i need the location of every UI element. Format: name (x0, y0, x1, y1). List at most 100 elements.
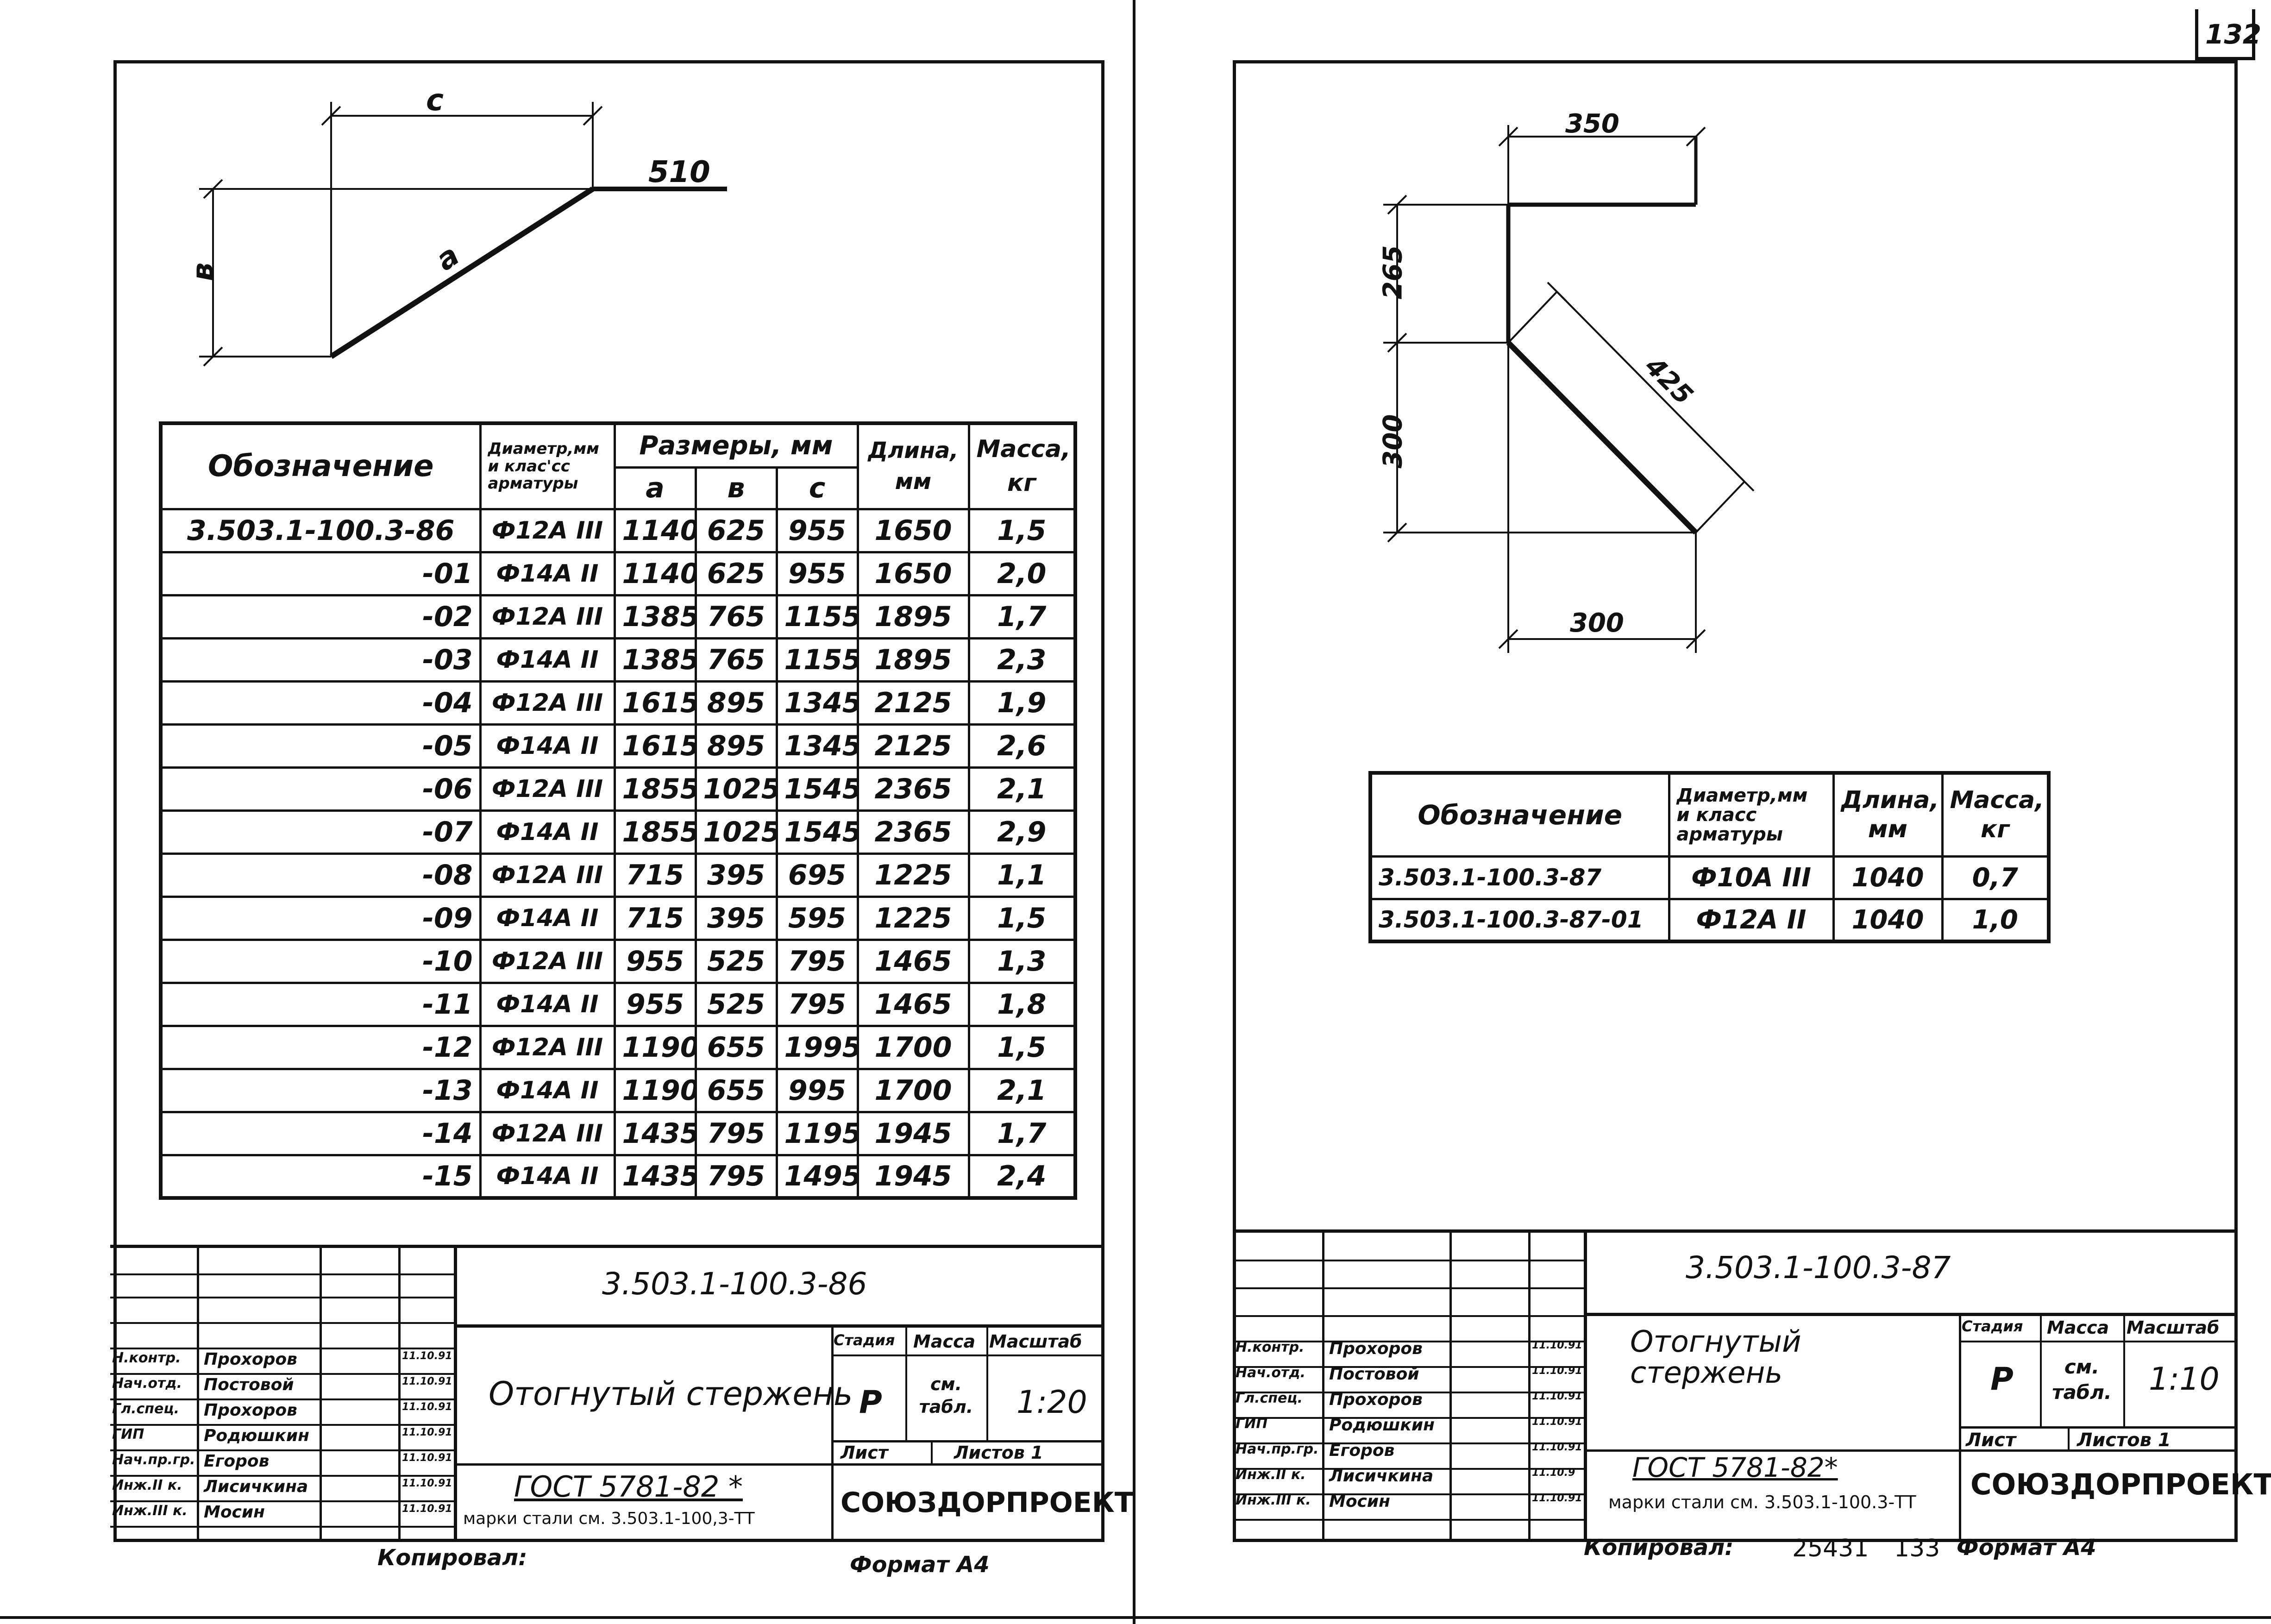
length-cell: 1700 (856, 1067, 970, 1113)
diameter-cell: Ф14А II (479, 723, 616, 769)
left-gost: ГОСТ 5781-82 * (514, 1470, 743, 1504)
diameter-cell: Ф14А II (479, 895, 616, 941)
dim-line-425 (1556, 291, 1745, 483)
role-cell: Нач.пр.гр. (112, 1452, 195, 1468)
a-cell: 1385 (613, 637, 697, 683)
length-cell: 1040 (1832, 897, 1944, 943)
right-copied-by: Копировал: (1584, 1535, 1734, 1561)
diameter-cell: Ф12А III (479, 766, 616, 812)
date-cell: 11.10.91 (402, 1503, 452, 1515)
right-page-b: 133 (1894, 1535, 1940, 1562)
mass-cell: 2,1 (967, 766, 1077, 812)
length-cell: 2125 (856, 680, 970, 726)
b-cell: 395 (694, 895, 778, 941)
left-bar-drawing (199, 102, 727, 367)
role-cell: Гл.спец. (112, 1401, 179, 1417)
diameter-cell: Ф12А II (1668, 897, 1835, 943)
role-cell: Нач.отд. (112, 1375, 182, 1392)
left-steel-grade: марки стали см. 3.503.1-100,3-ТТ (463, 1509, 755, 1528)
a-cell: 1385 (613, 594, 697, 640)
right-scale: 1:10 (2149, 1361, 2220, 1398)
header-sizes: Размеры, мм (613, 422, 859, 469)
header-designation: Обозначение (1369, 771, 1670, 858)
left-mass-header: Масса (913, 1331, 976, 1352)
left-sheets-header: Листов 1 (954, 1442, 1043, 1463)
bar-diagonal-a (329, 186, 595, 359)
left-title: Отогнутый стержень (489, 1375, 853, 1413)
left-copied-by: Копировал: (377, 1545, 527, 1571)
b-cell: 625 (694, 551, 778, 596)
designation-cell: -03 (159, 637, 482, 683)
mass-cell: 1,1 (967, 852, 1077, 898)
name-cell: Постовой (1329, 1365, 1419, 1384)
designation-cell: -10 (159, 938, 482, 984)
header-designation: Обозначение (159, 422, 482, 510)
a-cell: 1855 (613, 809, 697, 855)
c-cell: 1995 (775, 1024, 859, 1070)
date-cell: 11.10.91 (1532, 1492, 1582, 1504)
bar-diagonal (1506, 340, 1698, 535)
left-stage: Р (859, 1384, 882, 1421)
c-cell: 1155 (775, 594, 859, 640)
date-cell: 11.10.91 (1532, 1442, 1582, 1453)
header-mass: Масса, кг (1941, 771, 2050, 858)
dim-label-300h: 300 (1570, 608, 1624, 638)
header-b: в (694, 466, 778, 510)
page-number: 132 (2205, 19, 2262, 50)
left-title-block (110, 1245, 1104, 1542)
dim-label-265: 265 (1378, 245, 1408, 300)
name-cell: Родюшкин (1329, 1416, 1435, 1435)
mass-cell: 1,5 (967, 508, 1077, 553)
designation-cell: -04 (159, 680, 482, 726)
left-sheet-frame (113, 60, 1104, 1542)
right-stage: Р (1990, 1361, 2014, 1398)
name-cell: Лисичкина (1329, 1467, 1434, 1486)
role-cell: ГИП (1236, 1416, 1268, 1432)
designation-cell: -05 (159, 723, 482, 769)
diameter-cell: Ф12А III (479, 938, 616, 984)
role-cell: Нач.пр.гр. (1236, 1441, 1319, 1457)
mass-cell: 0,7 (1941, 855, 2050, 900)
b-cell: 525 (694, 938, 778, 984)
designation-cell: -06 (159, 766, 482, 812)
designation-cell: -08 (159, 852, 482, 898)
diameter-cell: Ф12А III (479, 680, 616, 726)
diameter-cell: Ф10А III (1668, 855, 1835, 900)
length-cell: 1650 (856, 508, 970, 553)
designation-cell: -02 (159, 594, 482, 640)
right-format: Формат А4 (1957, 1535, 2096, 1561)
designation-cell: -14 (159, 1110, 482, 1156)
header-length: Длина, мм (1832, 771, 1944, 858)
length-cell: 2365 (856, 766, 970, 812)
dim-label-510: 510 (648, 155, 710, 189)
diameter-cell: Ф14А II (479, 637, 616, 683)
diameter-cell: Ф14А II (479, 1067, 616, 1113)
date-cell: 11.10.91 (402, 1478, 452, 1489)
a-cell: 1855 (613, 766, 697, 812)
length-cell: 1225 (856, 895, 970, 941)
c-cell: 995 (775, 1067, 859, 1113)
a-cell: 1615 (613, 680, 697, 726)
diameter-cell: Ф14А II (479, 981, 616, 1027)
mass-cell: 2,1 (967, 1067, 1077, 1113)
diameter-cell: Ф12А III (479, 1024, 616, 1070)
name-cell: Родюшкин (204, 1426, 309, 1445)
right-order-number: 25431 (1792, 1535, 1869, 1562)
right-gost: ГОСТ 5781-82* (1632, 1452, 1838, 1483)
role-cell: Гл.спец. (1236, 1390, 1303, 1406)
date-cell: 11.10.91 (1532, 1340, 1582, 1351)
left-scale: 1:20 (1016, 1384, 1087, 1421)
diameter-cell: Ф12А III (479, 1110, 616, 1156)
designation-cell: -12 (159, 1024, 482, 1070)
date-cell: 11.10.91 (402, 1427, 452, 1438)
role-cell: ГИП (112, 1426, 144, 1442)
right-mass: см. табл. (2052, 1355, 2112, 1404)
c-cell: 1345 (775, 680, 859, 726)
role-cell: Н.контр. (112, 1350, 181, 1366)
mass-cell: 1,0 (1941, 897, 2050, 943)
